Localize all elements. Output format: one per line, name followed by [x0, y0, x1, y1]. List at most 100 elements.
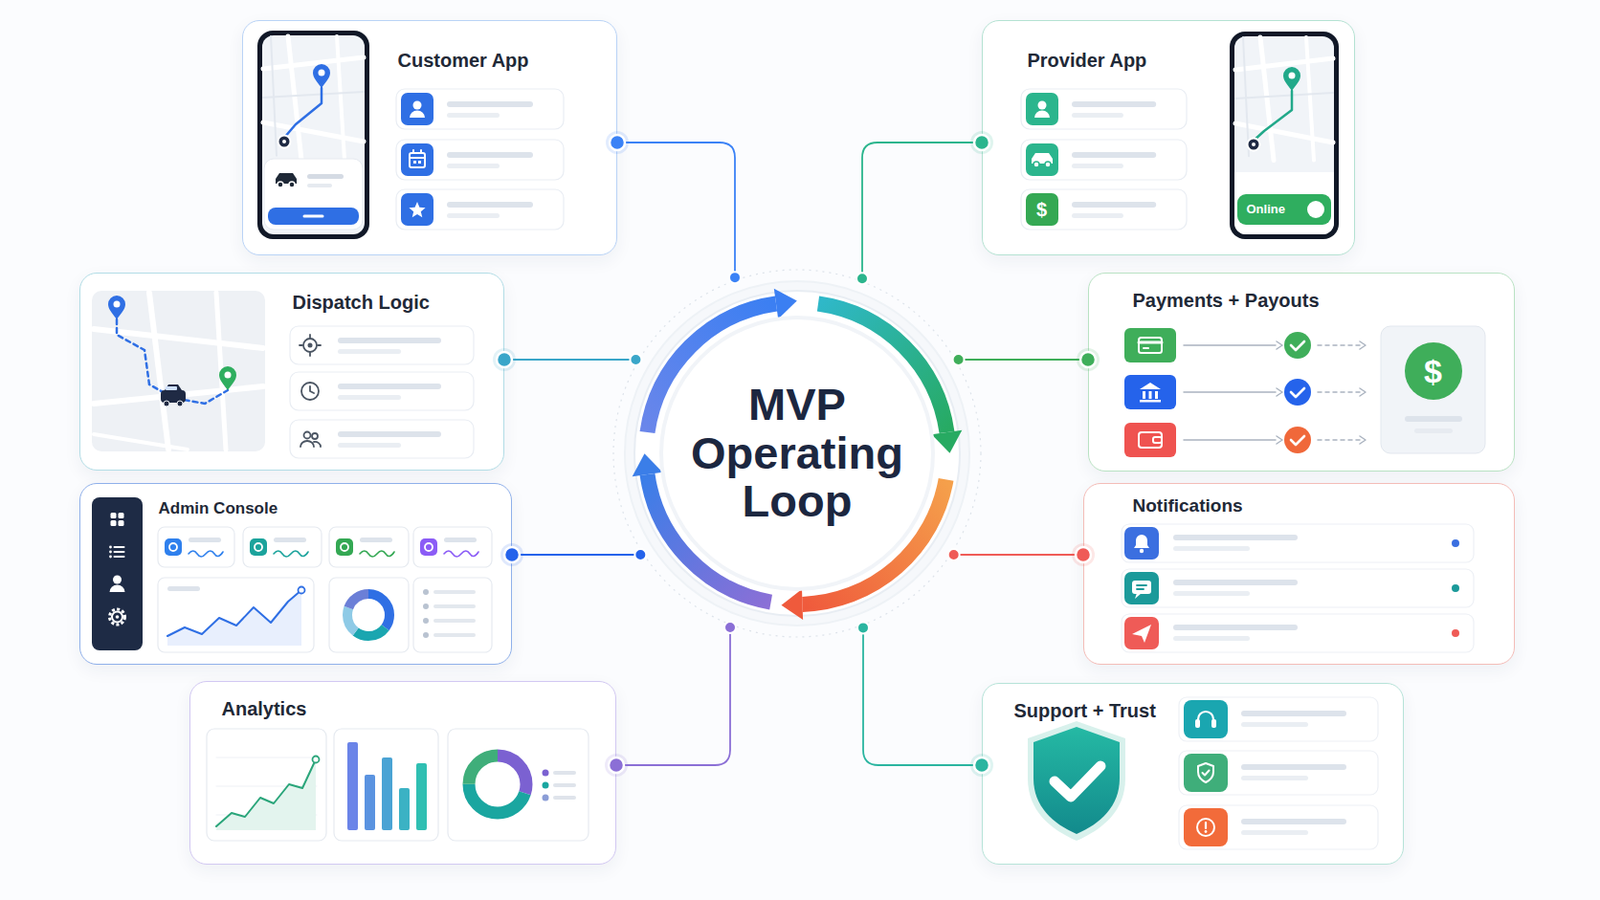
- rect-shape: [1132, 580, 1152, 595]
- rect-shape: [1173, 591, 1250, 597]
- rect-shape: [1071, 112, 1124, 118]
- panel-heading: Analytics: [222, 698, 308, 721]
- circle-shape: [1246, 137, 1260, 151]
- path-shape: [1290, 436, 1305, 445]
- path-shape: [216, 759, 316, 831]
- path-shape: [300, 441, 314, 447]
- rect-shape: [337, 383, 442, 390]
- rect-shape: [446, 213, 500, 219]
- rect-shape: [1241, 711, 1347, 717]
- rect-shape: [264, 158, 363, 230]
- circle-shape: [1037, 100, 1046, 110]
- line-shape: [1203, 822, 1206, 829]
- rect-shape: [329, 577, 409, 653]
- rect-shape: [446, 163, 500, 169]
- circle-shape: [541, 781, 549, 789]
- module-panel: Payments + Payouts$: [1088, 272, 1515, 472]
- rect-shape: [1021, 88, 1187, 130]
- connector-dot: [634, 549, 646, 561]
- rect-shape: [164, 538, 182, 556]
- circle-shape: [114, 615, 119, 620]
- line-shape: [309, 353, 312, 356]
- connector-line: [504, 358, 636, 361]
- line-shape: [412, 150, 415, 154]
- rect-shape: [446, 112, 500, 118]
- rect-shape: [1124, 375, 1177, 410]
- rect-shape: [1237, 194, 1332, 225]
- connector-dot-halo: [500, 543, 524, 567]
- polygon-shape: [408, 201, 425, 218]
- rect-shape: [1178, 751, 1378, 796]
- line-shape: [420, 150, 423, 154]
- module-panel: Customer App: [242, 20, 618, 256]
- rect-shape: [1414, 428, 1453, 434]
- connector-dot: [953, 354, 965, 366]
- path-shape: [1132, 624, 1152, 644]
- rect-shape: [1148, 391, 1152, 400]
- path-shape: [312, 64, 331, 89]
- rect-shape: [91, 497, 143, 651]
- rect-shape: [337, 443, 401, 448]
- rect-shape: [433, 590, 476, 595]
- circle-shape: [659, 315, 935, 592]
- circle-shape: [347, 594, 390, 637]
- rect-shape: [160, 390, 186, 403]
- circle-shape: [1284, 426, 1312, 454]
- circle-shape: [1451, 629, 1460, 638]
- rect-shape: [447, 729, 589, 842]
- connector-line: [616, 627, 731, 766]
- rect-shape: [413, 160, 417, 164]
- rect-shape: [206, 729, 327, 842]
- line-shape: [336, 36, 345, 160]
- rect-shape: [1121, 569, 1474, 608]
- circle-shape: [112, 300, 120, 308]
- line-shape: [263, 91, 364, 98]
- rect-shape: [1173, 534, 1298, 541]
- circle-shape: [111, 611, 123, 623]
- panel-illustration: [79, 483, 512, 666]
- circle-shape: [303, 431, 311, 439]
- rect-shape: [165, 386, 178, 391]
- path-shape: [313, 441, 321, 446]
- rect-shape: [399, 788, 410, 831]
- circle-shape: [468, 755, 527, 814]
- connector-dot-halo: [1071, 543, 1095, 567]
- rect-shape: [1124, 527, 1159, 560]
- rect-shape: [1138, 432, 1162, 448]
- connector-dot: [629, 354, 642, 366]
- path-shape: [1027, 721, 1126, 842]
- connector-dot: [729, 271, 741, 284]
- connector-line: [511, 554, 641, 556]
- circle-shape: [613, 269, 981, 638]
- connector-dot: [857, 622, 869, 634]
- loop-title: MVP Operating Loop: [671, 380, 923, 527]
- panel-heading: Customer App: [398, 49, 530, 72]
- circle-shape: [311, 755, 319, 763]
- circle-shape: [1033, 161, 1040, 168]
- rect-shape: [433, 619, 476, 623]
- rect-shape: [359, 537, 393, 543]
- rect-shape: [413, 577, 492, 653]
- rect-shape: [409, 153, 425, 168]
- path-shape: [1290, 341, 1305, 351]
- circle-shape: [177, 400, 183, 407]
- path-shape: [273, 551, 309, 557]
- path-shape: [1359, 341, 1366, 350]
- rect-shape: [337, 395, 401, 400]
- rect-shape: [396, 88, 564, 130]
- rect-shape: [1404, 416, 1463, 423]
- rect-shape: [110, 512, 116, 519]
- path-shape: [284, 88, 322, 138]
- path-shape: [216, 759, 316, 827]
- path-shape: [1133, 534, 1150, 549]
- rect-shape: [1021, 139, 1187, 180]
- circle-shape: [1451, 539, 1460, 548]
- circle-shape: [1284, 378, 1312, 406]
- rect-shape: [267, 207, 359, 225]
- circle-shape: [254, 543, 263, 552]
- rect-shape: [1142, 391, 1146, 400]
- rect-shape: [117, 512, 124, 519]
- path-shape: [1034, 110, 1050, 118]
- rect-shape: [1241, 830, 1309, 836]
